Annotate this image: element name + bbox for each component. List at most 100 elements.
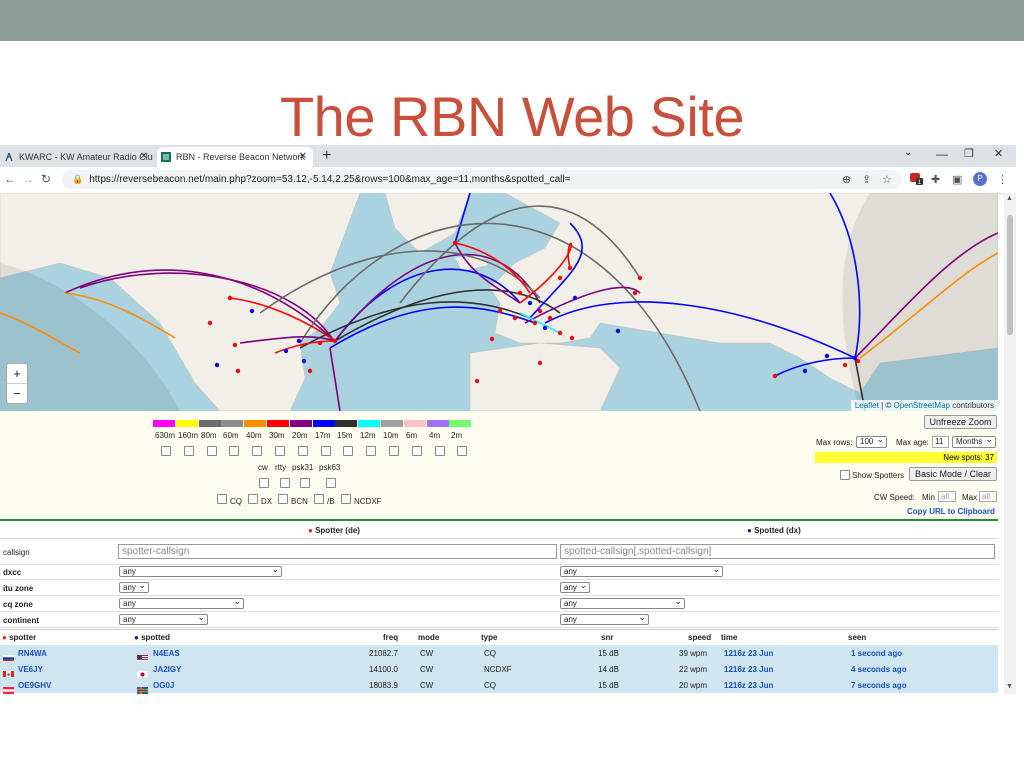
type-checkbox-bcn[interactable] <box>278 494 288 504</box>
max-age-unit-select[interactable]: Months <box>952 434 996 448</box>
band-checkbox-17m[interactable] <box>321 446 331 456</box>
basic-mode-clear-button[interactable]: Basic Mode / Clear <box>909 467 997 481</box>
spotted-dxcc-select[interactable]: any <box>560 564 723 577</box>
max-rows-select[interactable]: 100 <box>856 434 887 448</box>
restore-icon[interactable]: ❐ <box>964 148 974 160</box>
band-checkbox-15m[interactable] <box>343 446 353 456</box>
spotted-link[interactable]: OG0J <box>153 681 175 690</box>
mode-cell: CW <box>420 649 434 658</box>
url-input[interactable]: 🔒https://reversebeacon.net/main.php?zoom… <box>62 170 902 189</box>
spotter-continent-select[interactable]: any <box>119 612 208 625</box>
spotted-itu-select[interactable]: any <box>560 580 590 593</box>
band-checkbox-80m[interactable] <box>207 446 217 456</box>
spotted-link[interactable]: N4EAS <box>153 649 180 658</box>
band-checkbox-160m[interactable] <box>184 446 194 456</box>
band-checkbox-6m[interactable] <box>412 446 422 456</box>
show-spotters-checkbox[interactable] <box>840 470 850 480</box>
freq-cell: 14100.0 <box>369 665 398 674</box>
zoom-icon[interactable]: ⊕ <box>842 174 852 186</box>
select-value: any <box>123 583 136 592</box>
time-link[interactable]: 1216z 23 Jun <box>724 681 774 690</box>
band-checkbox-10m[interactable] <box>389 446 399 456</box>
mode-checkbox-rtty[interactable] <box>280 478 290 488</box>
band-checkbox-630m[interactable] <box>161 446 171 456</box>
spotter-callsign-input[interactable]: spotter-callsign <box>118 544 557 559</box>
osm-link[interactable]: OpenStreetMap <box>893 401 950 410</box>
filter-row-itu-zone: itu zone any any <box>0 580 998 596</box>
type-checkbox-cq[interactable] <box>217 494 227 504</box>
band-checkbox-20m[interactable] <box>298 446 308 456</box>
chevron-down-icon[interactable]: ⌄ <box>904 147 913 158</box>
unfreeze-zoom-button[interactable]: Unfreeze Zoom <box>924 415 997 429</box>
close-icon[interactable]: ✕ <box>298 151 307 162</box>
scroll-down-icon[interactable]: ▼ <box>1006 683 1013 690</box>
spotter-itu-select[interactable]: any <box>119 580 149 593</box>
austria-flag-icon <box>3 681 14 694</box>
band-checkbox-2m[interactable] <box>457 446 467 456</box>
time-link[interactable]: 1216z 23 Jun <box>724 649 774 658</box>
address-bar: ← → ↻ 🔒https://reversebeacon.net/main.ph… <box>0 167 1016 194</box>
extension-icon[interactable]: 1 <box>909 171 923 188</box>
mode-checkbox-psk63[interactable] <box>326 478 336 488</box>
copy-url-link[interactable]: Copy URL to Clipboard <box>907 507 995 516</box>
band-checkbox-4m[interactable] <box>435 446 445 456</box>
tab-rbn[interactable]: RBN - Reverse Beacon Network ✕ <box>157 147 313 167</box>
band-checkbox-30m[interactable] <box>275 446 285 456</box>
puzzle-icon[interactable]: ✚ <box>931 174 941 186</box>
vertical-scrollbar[interactable]: ▲ ▼ <box>1004 193 1016 694</box>
spotter-link[interactable]: OE9GHV <box>18 681 52 690</box>
spotted-header-label: Spotted (dx) <box>754 526 801 535</box>
cw-max-input[interactable]: all <box>979 491 997 502</box>
type-checkbox-ncdxf[interactable] <box>341 494 351 504</box>
share-icon[interactable]: ⇪ <box>862 174 872 186</box>
band-label-20m: 20m <box>292 431 308 440</box>
spotter-cq-select[interactable]: any <box>119 596 244 609</box>
band-checkbox-60m[interactable] <box>229 446 239 456</box>
close-icon[interactable]: ✕ <box>139 151 148 162</box>
menu-icon[interactable]: ⋮ <box>997 174 1008 186</box>
spot-map[interactable]: + − Leaflet | © OpenStreetMap contributo… <box>0 193 998 411</box>
mode-label-cw: cw <box>258 463 268 472</box>
reload-icon[interactable]: ↻ <box>41 172 52 186</box>
table-row[interactable]: VE6JY JA2IGY 14100.0 CW NCDXF 14 dB 22 w… <box>0 661 998 679</box>
bookmark-star-icon[interactable]: ☆ <box>882 174 892 186</box>
table-row[interactable]: RN4WA N4EAS 21082.7 CW CQ 15 dB 39 wpm 1… <box>0 645 998 662</box>
avatar[interactable]: P <box>973 172 987 186</box>
spotter-link[interactable]: RN4WA <box>18 649 47 658</box>
tab-kwarc[interactable]: KWARC - KW Amateur Radio Clu ✕ <box>0 147 154 167</box>
scrollbar-thumb[interactable] <box>1007 215 1013 335</box>
window-close-icon[interactable]: ✕ <box>994 148 1004 160</box>
type-label-ncdxf: NCDXF <box>354 497 382 506</box>
spotted-continent-select[interactable]: any <box>560 612 649 625</box>
leaflet-link[interactable]: Leaflet <box>854 401 879 410</box>
spotted-link[interactable]: JA2IGY <box>153 665 182 674</box>
table-row[interactable]: OE9GHV OG0J 18083.9 CW CQ 15 dB 20 wpm 1… <box>0 677 998 694</box>
sidepanel-icon[interactable]: ▣ <box>952 174 963 186</box>
type-checkbox-dx[interactable] <box>248 494 258 504</box>
max-age-input[interactable]: 11 <box>932 436 949 448</box>
spotted-cq-select[interactable]: any <box>560 596 685 609</box>
filter-label: cq zone <box>3 600 33 609</box>
filter-row-cq-zone: cq zone any any <box>0 596 998 612</box>
minimize-icon[interactable]: — <box>936 147 948 161</box>
band-checkbox-12m[interactable] <box>366 446 376 456</box>
band-label-60m: 60m <box>223 431 239 440</box>
mode-checkbox-cw[interactable] <box>259 478 269 488</box>
band-checkbox-40m[interactable] <box>252 446 262 456</box>
spotted-callsign-input[interactable]: spotted-callsign[,spotted-callsign] <box>560 544 995 559</box>
forward-icon[interactable]: → <box>22 172 34 186</box>
scroll-up-icon[interactable]: ▲ <box>1006 195 1013 202</box>
spotter-link[interactable]: VE6JY <box>18 665 43 674</box>
type-checkbox-b[interactable] <box>314 494 324 504</box>
new-tab-icon[interactable]: + <box>322 147 332 164</box>
zoom-out-button[interactable]: − <box>13 386 21 401</box>
speed-cell: 20 wpm <box>679 681 708 690</box>
spotter-dxcc-select[interactable]: any <box>119 564 282 577</box>
band-label-10m: 10m <box>383 431 399 440</box>
zoom-in-button[interactable]: + <box>7 364 27 384</box>
back-icon[interactable]: ← <box>4 172 16 186</box>
cw-min-input[interactable]: all <box>938 491 956 502</box>
spotter-header: ● Spotter (de) <box>308 526 360 535</box>
time-link[interactable]: 1216z 23 Jun <box>724 665 774 674</box>
mode-checkbox-psk31[interactable] <box>300 478 310 488</box>
